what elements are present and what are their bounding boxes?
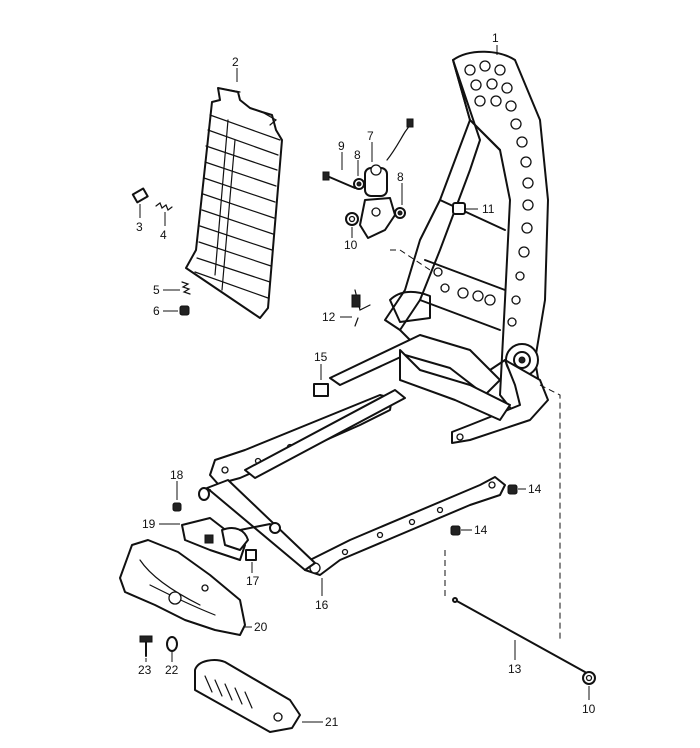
callout-7: 7 [367, 129, 374, 143]
clip-part-17 [245, 549, 257, 561]
callout-9: 9 [338, 139, 345, 153]
callout-14b: 14 [474, 523, 488, 537]
side-cover-part-20 [119, 539, 246, 636]
callout-16: 16 [315, 598, 329, 612]
washer-part-8b [394, 207, 406, 219]
callout-11: 11 [482, 202, 495, 216]
callout-22: 22 [165, 663, 179, 677]
alignment-lines [390, 249, 561, 640]
washer-part-8a [353, 178, 365, 190]
callout-6: 6 [153, 304, 160, 318]
callout-18: 18 [170, 468, 184, 482]
callout-10a: 10 [344, 238, 358, 252]
callout-17: 17 [246, 574, 260, 588]
bolt-part-14b [450, 525, 461, 536]
callout-2: 2 [232, 55, 239, 69]
callout-1: 1 [492, 31, 499, 45]
callout-20: 20 [254, 620, 268, 634]
motor-cover-part-21 [194, 659, 301, 733]
spring-part-5 [181, 281, 191, 295]
callout-8a: 8 [354, 148, 361, 162]
clip-part-15 [313, 383, 329, 397]
callout-10b: 10 [582, 702, 596, 716]
callout-23: 23 [138, 663, 152, 677]
motor-part-7 [359, 118, 414, 239]
callout-3: 3 [136, 220, 143, 234]
bolt-part-14a [507, 484, 518, 495]
callout-13: 13 [508, 662, 522, 676]
frame-holes [433, 60, 534, 327]
callout-15: 15 [314, 350, 328, 364]
leader-lines [139, 45, 590, 723]
callout-21: 21 [325, 715, 339, 729]
nut-part-10b [582, 671, 596, 685]
callout-8b: 8 [397, 170, 404, 184]
clip-part-11 [452, 202, 466, 215]
wire-grid [194, 114, 281, 299]
nut-part-6 [179, 305, 190, 316]
clip-part-3 [131, 187, 149, 204]
rod-part-13 [452, 597, 586, 673]
seat-back-frame-part [329, 50, 549, 444]
spring-part-4 [155, 202, 173, 211]
callout-12: 12 [322, 310, 336, 324]
bolt-part-23 [139, 635, 153, 657]
actuator-link [239, 522, 281, 534]
callout-5: 5 [153, 283, 160, 297]
bolt-part-18 [172, 502, 182, 512]
callout-4: 4 [160, 228, 167, 242]
washer-part-22 [166, 636, 178, 652]
bolt-part-9 [322, 171, 356, 189]
callout-labels: 1 2 3 4 5 6 7 8 8 9 10 10 11 12 13 14 14… [136, 31, 596, 729]
switch-part-12 [351, 289, 371, 327]
bracket-part-19 [181, 517, 249, 561]
back-wire-panel-part [185, 87, 283, 319]
callout-19: 19 [142, 517, 156, 531]
callout-14a: 14 [528, 482, 542, 496]
nut-part-10a [345, 212, 359, 226]
